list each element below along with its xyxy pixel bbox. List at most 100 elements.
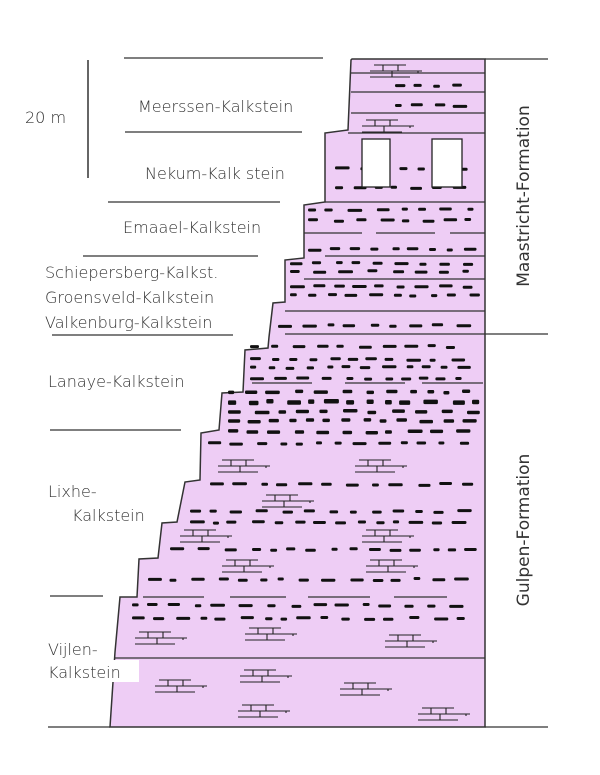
limestone-brick-icon bbox=[385, 634, 437, 648]
flint-dash bbox=[306, 366, 314, 370]
flint-dash bbox=[321, 376, 332, 380]
flint-dash bbox=[250, 365, 257, 369]
flint-dash bbox=[276, 483, 288, 487]
flint-dash bbox=[341, 365, 351, 369]
flint-dash bbox=[365, 357, 377, 361]
flint-dash bbox=[308, 248, 322, 252]
flint-dash bbox=[384, 357, 394, 361]
flint-dash bbox=[392, 520, 400, 524]
flint-dash bbox=[270, 548, 278, 552]
flint-dash bbox=[286, 547, 296, 551]
flint-dash bbox=[369, 548, 381, 551]
flint-dash bbox=[328, 293, 337, 297]
flint-dash bbox=[439, 284, 453, 288]
flint-dash bbox=[409, 548, 421, 552]
flint-dash bbox=[321, 578, 336, 582]
flint-dash bbox=[247, 420, 261, 424]
flint-dash bbox=[274, 376, 287, 380]
flint-dash bbox=[393, 270, 405, 274]
flint-dash bbox=[342, 389, 353, 394]
flint-dash bbox=[229, 442, 243, 446]
member-label: Kalkstein bbox=[48, 663, 121, 682]
flint-dash bbox=[254, 410, 270, 415]
flint-dash bbox=[407, 429, 423, 433]
flint-dash bbox=[289, 358, 298, 361]
flint-dash bbox=[418, 376, 429, 380]
flint-dash bbox=[443, 391, 450, 395]
member-separators bbox=[48, 57, 548, 728]
flint-dash bbox=[295, 442, 303, 446]
flint-dash bbox=[382, 344, 397, 348]
flint-dash bbox=[389, 324, 397, 328]
flint-dash bbox=[455, 377, 462, 380]
flint-dash bbox=[308, 293, 317, 297]
flint-dash bbox=[308, 208, 317, 212]
flint-dash bbox=[408, 520, 424, 524]
flint-dash bbox=[341, 418, 351, 422]
flint-dash bbox=[421, 365, 431, 369]
flint-dash bbox=[342, 430, 353, 435]
limestone-brick-icon bbox=[370, 64, 422, 78]
flint-dash bbox=[362, 603, 370, 606]
flint-dash bbox=[389, 548, 402, 552]
flint-dash bbox=[329, 247, 341, 251]
flint-dash bbox=[435, 377, 446, 381]
flint-dash bbox=[295, 520, 306, 524]
flint-dash bbox=[364, 617, 376, 621]
flint-dash bbox=[313, 521, 326, 524]
member-label: Nekum-Kalk stein bbox=[145, 164, 285, 183]
flint-dash bbox=[372, 261, 383, 265]
flint-dash bbox=[309, 358, 318, 362]
flint-dash bbox=[404, 344, 419, 348]
flint-dash bbox=[272, 358, 280, 361]
flint-dash bbox=[406, 247, 419, 251]
flint-dash bbox=[394, 262, 409, 266]
flint-dash bbox=[392, 409, 405, 413]
flint-dash bbox=[433, 84, 440, 88]
flint-dash bbox=[294, 430, 305, 434]
flint-dash bbox=[261, 482, 268, 486]
flint-dash bbox=[417, 167, 425, 171]
flint-dash bbox=[194, 604, 202, 608]
flint-dash bbox=[336, 344, 344, 348]
flint-dash bbox=[372, 483, 379, 487]
flint-dash bbox=[320, 616, 329, 619]
flint-dash bbox=[228, 390, 235, 395]
flint-dash bbox=[430, 429, 444, 434]
flint-dash bbox=[313, 284, 326, 288]
flint-dash bbox=[170, 547, 185, 551]
flint-dash bbox=[380, 218, 395, 222]
flint-dash bbox=[372, 510, 382, 514]
flint-dash bbox=[245, 390, 258, 394]
flint-dash bbox=[452, 400, 465, 405]
member-label: Emaael-Kalkstein bbox=[123, 218, 261, 237]
flint-dash bbox=[386, 389, 398, 394]
flint-dash bbox=[434, 617, 449, 621]
flint-dash bbox=[378, 441, 392, 445]
flint-dash bbox=[334, 441, 342, 445]
flint-dash bbox=[413, 577, 421, 580]
flint-dash bbox=[367, 410, 377, 415]
flint-dash bbox=[392, 509, 405, 513]
flint-dash bbox=[278, 324, 292, 328]
flint-dash bbox=[266, 399, 274, 404]
flint-dash bbox=[212, 521, 219, 525]
flint-dash bbox=[295, 409, 309, 414]
flint-dash bbox=[400, 441, 408, 445]
flint-dash bbox=[291, 604, 302, 608]
flint-dash bbox=[208, 441, 222, 445]
member-label: Lixhe- bbox=[48, 482, 97, 501]
flint-dash bbox=[383, 617, 394, 621]
flint-dash bbox=[298, 578, 309, 582]
flint-dash bbox=[409, 294, 417, 298]
flint-dash bbox=[305, 548, 316, 552]
flint-dash bbox=[462, 419, 477, 423]
flint-dash bbox=[445, 346, 455, 349]
flint-dash bbox=[356, 218, 367, 222]
flint-dash bbox=[218, 577, 229, 581]
flint-dash bbox=[190, 520, 205, 524]
flint-dash bbox=[296, 376, 310, 380]
flint-dash bbox=[378, 604, 392, 608]
flint-dash bbox=[439, 482, 452, 485]
